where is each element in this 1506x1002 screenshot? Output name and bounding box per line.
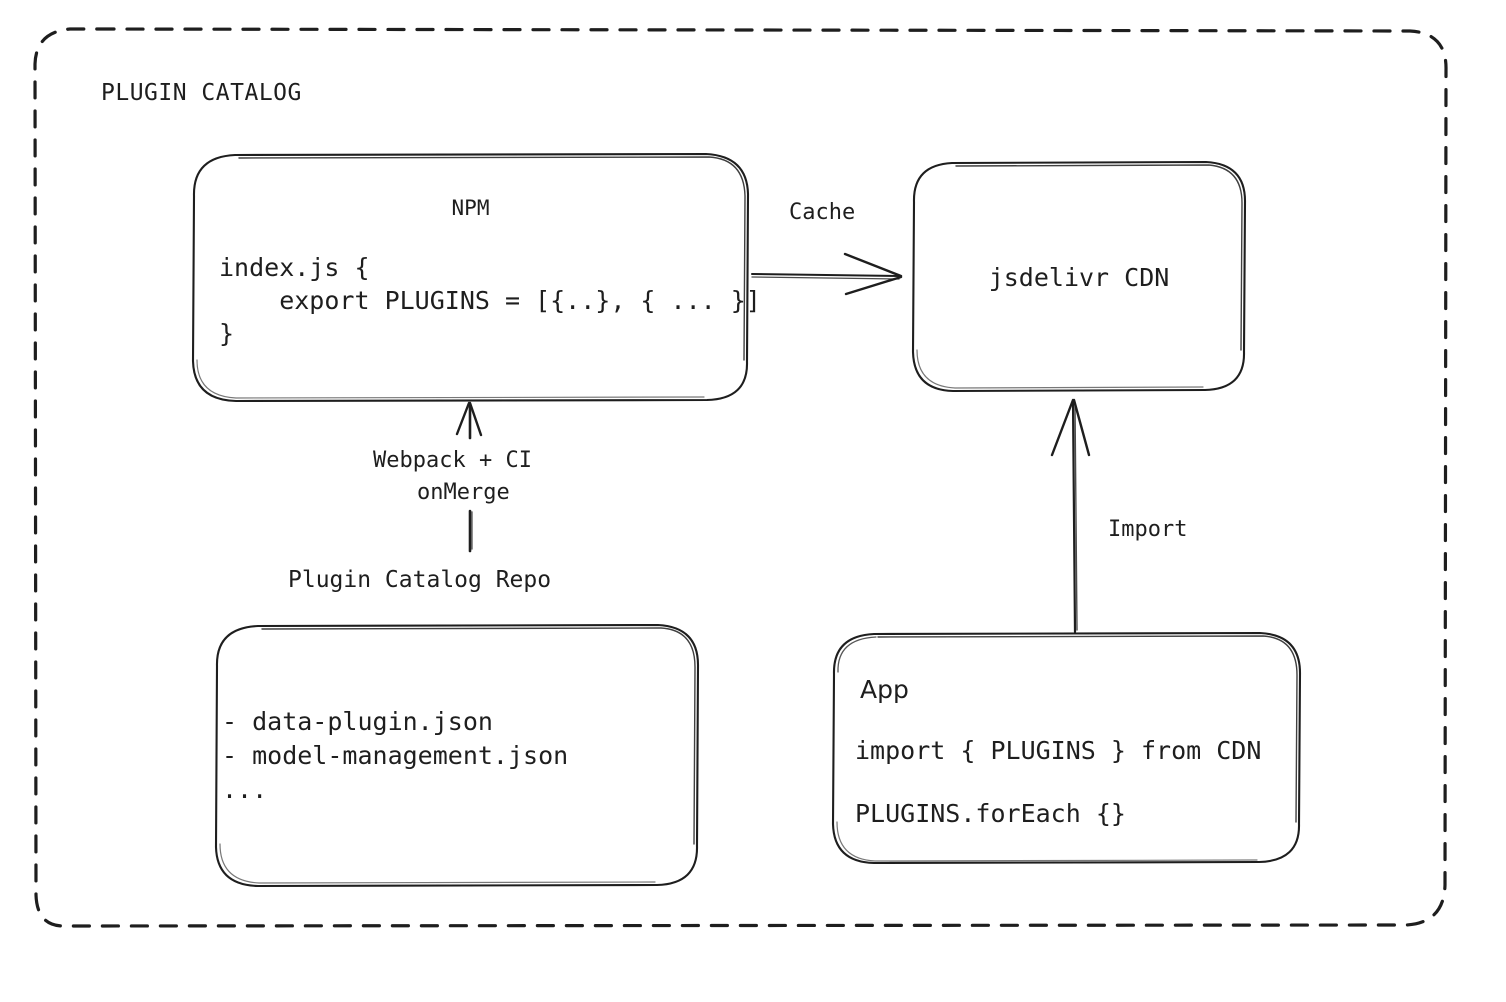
app-code-line-1: import { PLUGINS } from CDN — [855, 736, 1262, 765]
edge-label-webpack-ci: Webpack + CI — [373, 448, 532, 473]
npm-code-line-2: export PLUGINS = [{..}, { ... }] — [219, 286, 761, 315]
npm-code-line-3: } — [219, 319, 235, 348]
edge-import-arrow — [1050, 398, 1091, 634]
repo-box-label: Plugin Catalog Repo — [288, 567, 552, 593]
repo-item-3: ... — [222, 775, 268, 804]
edge-cache-arrow — [751, 252, 903, 296]
npm-code-line-1: index.js { — [219, 253, 370, 282]
app-code-line-2: PLUGINS.forEach {} — [855, 799, 1126, 828]
edge-label-import: Import — [1108, 517, 1188, 542]
cdn-box-title: jsdelivr CDN — [988, 263, 1170, 292]
edge-build-arrow — [455, 401, 483, 553]
group-title-plugin-catalog: PLUGIN CATALOG — [101, 80, 302, 106]
app-box-title: App — [860, 675, 909, 704]
repo-item-2: - model-management.json — [222, 741, 569, 770]
repo-item-1: - data-plugin.json — [222, 707, 493, 736]
npm-box-title: NPM — [451, 196, 490, 220]
edge-label-onmerge: onMerge — [417, 480, 510, 505]
edge-label-cache: Cache — [789, 200, 856, 225]
